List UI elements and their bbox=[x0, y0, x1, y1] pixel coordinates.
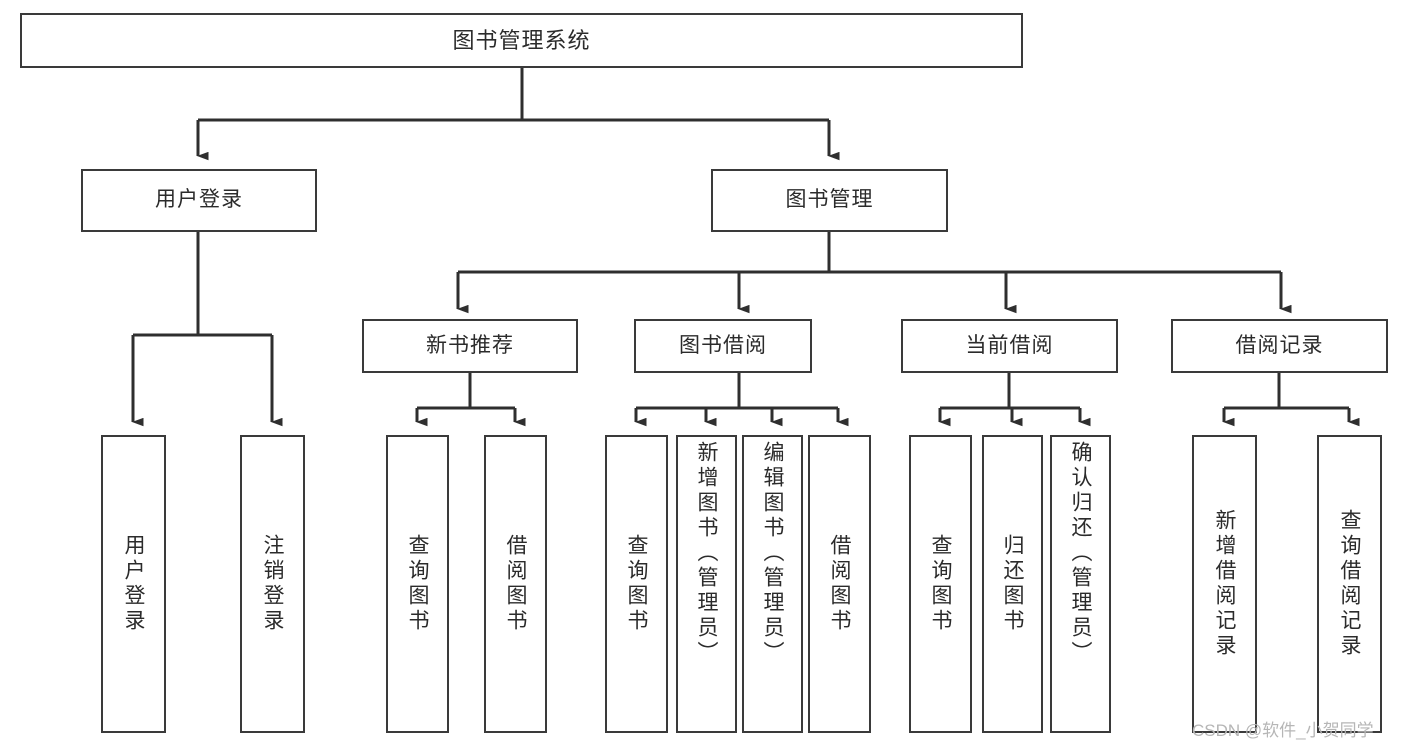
node-book-manage[interactable]: 图书管理 bbox=[711, 169, 948, 232]
node-label: 借阅图书 bbox=[504, 534, 527, 634]
csdn-watermark: CSDN @软件_小贺同学 bbox=[1192, 721, 1374, 740]
leaf-user-login[interactable]: 用户登录 bbox=[101, 435, 166, 733]
node-label: 图书管理系统 bbox=[452, 27, 591, 53]
node-label: 用户登录 bbox=[122, 534, 145, 634]
node-label: 确认归还（管理员） bbox=[1069, 441, 1092, 666]
leaf-add-book-admin[interactable]: 新增图书（管理员） bbox=[676, 435, 737, 733]
node-label: 新增图书（管理员） bbox=[695, 441, 718, 666]
node-new-book-recommendation[interactable]: 新书推荐 bbox=[362, 319, 578, 373]
node-label: 查询图书 bbox=[929, 534, 952, 634]
node-label: 图书管理 bbox=[785, 188, 874, 212]
leaf-query-book-borrow[interactable]: 查询图书 bbox=[605, 435, 668, 733]
node-label: 编辑图书（管理员） bbox=[761, 441, 784, 666]
node-label: 图书借阅 bbox=[679, 333, 767, 357]
node-label: 新书推荐 bbox=[426, 333, 514, 357]
leaf-borrow-book-recommend[interactable]: 借阅图书 bbox=[484, 435, 547, 733]
node-label: 新增借阅记录 bbox=[1213, 509, 1236, 659]
node-label: 查询借阅记录 bbox=[1338, 509, 1361, 659]
node-book-borrow[interactable]: 图书借阅 bbox=[634, 319, 812, 373]
node-current-borrow[interactable]: 当前借阅 bbox=[901, 319, 1118, 373]
node-label: 查询图书 bbox=[406, 534, 429, 634]
node-label: 借阅图书 bbox=[828, 534, 851, 634]
node-label: 归还图书 bbox=[1001, 534, 1024, 634]
leaf-return-book[interactable]: 归还图书 bbox=[982, 435, 1043, 733]
node-borrow-record[interactable]: 借阅记录 bbox=[1171, 319, 1388, 373]
node-label: 查询图书 bbox=[625, 534, 648, 634]
node-label: 当前借阅 bbox=[965, 333, 1054, 357]
leaf-query-borrow-record[interactable]: 查询借阅记录 bbox=[1317, 435, 1382, 733]
leaf-logout-login[interactable]: 注销登录 bbox=[240, 435, 305, 733]
leaf-query-book-current[interactable]: 查询图书 bbox=[909, 435, 972, 733]
node-label: 注销登录 bbox=[261, 534, 284, 634]
leaf-confirm-return-admin[interactable]: 确认归还（管理员） bbox=[1050, 435, 1111, 733]
leaf-borrow-book-borrow[interactable]: 借阅图书 bbox=[808, 435, 871, 733]
node-book-management-system[interactable]: 图书管理系统 bbox=[20, 13, 1023, 68]
node-label: 借阅记录 bbox=[1235, 333, 1324, 357]
leaf-edit-book-admin[interactable]: 编辑图书（管理员） bbox=[742, 435, 803, 733]
leaf-query-book-recommend[interactable]: 查询图书 bbox=[386, 435, 449, 733]
node-user-login[interactable]: 用户登录 bbox=[81, 169, 317, 232]
leaf-add-borrow-record[interactable]: 新增借阅记录 bbox=[1192, 435, 1257, 733]
node-label: 用户登录 bbox=[155, 188, 243, 212]
